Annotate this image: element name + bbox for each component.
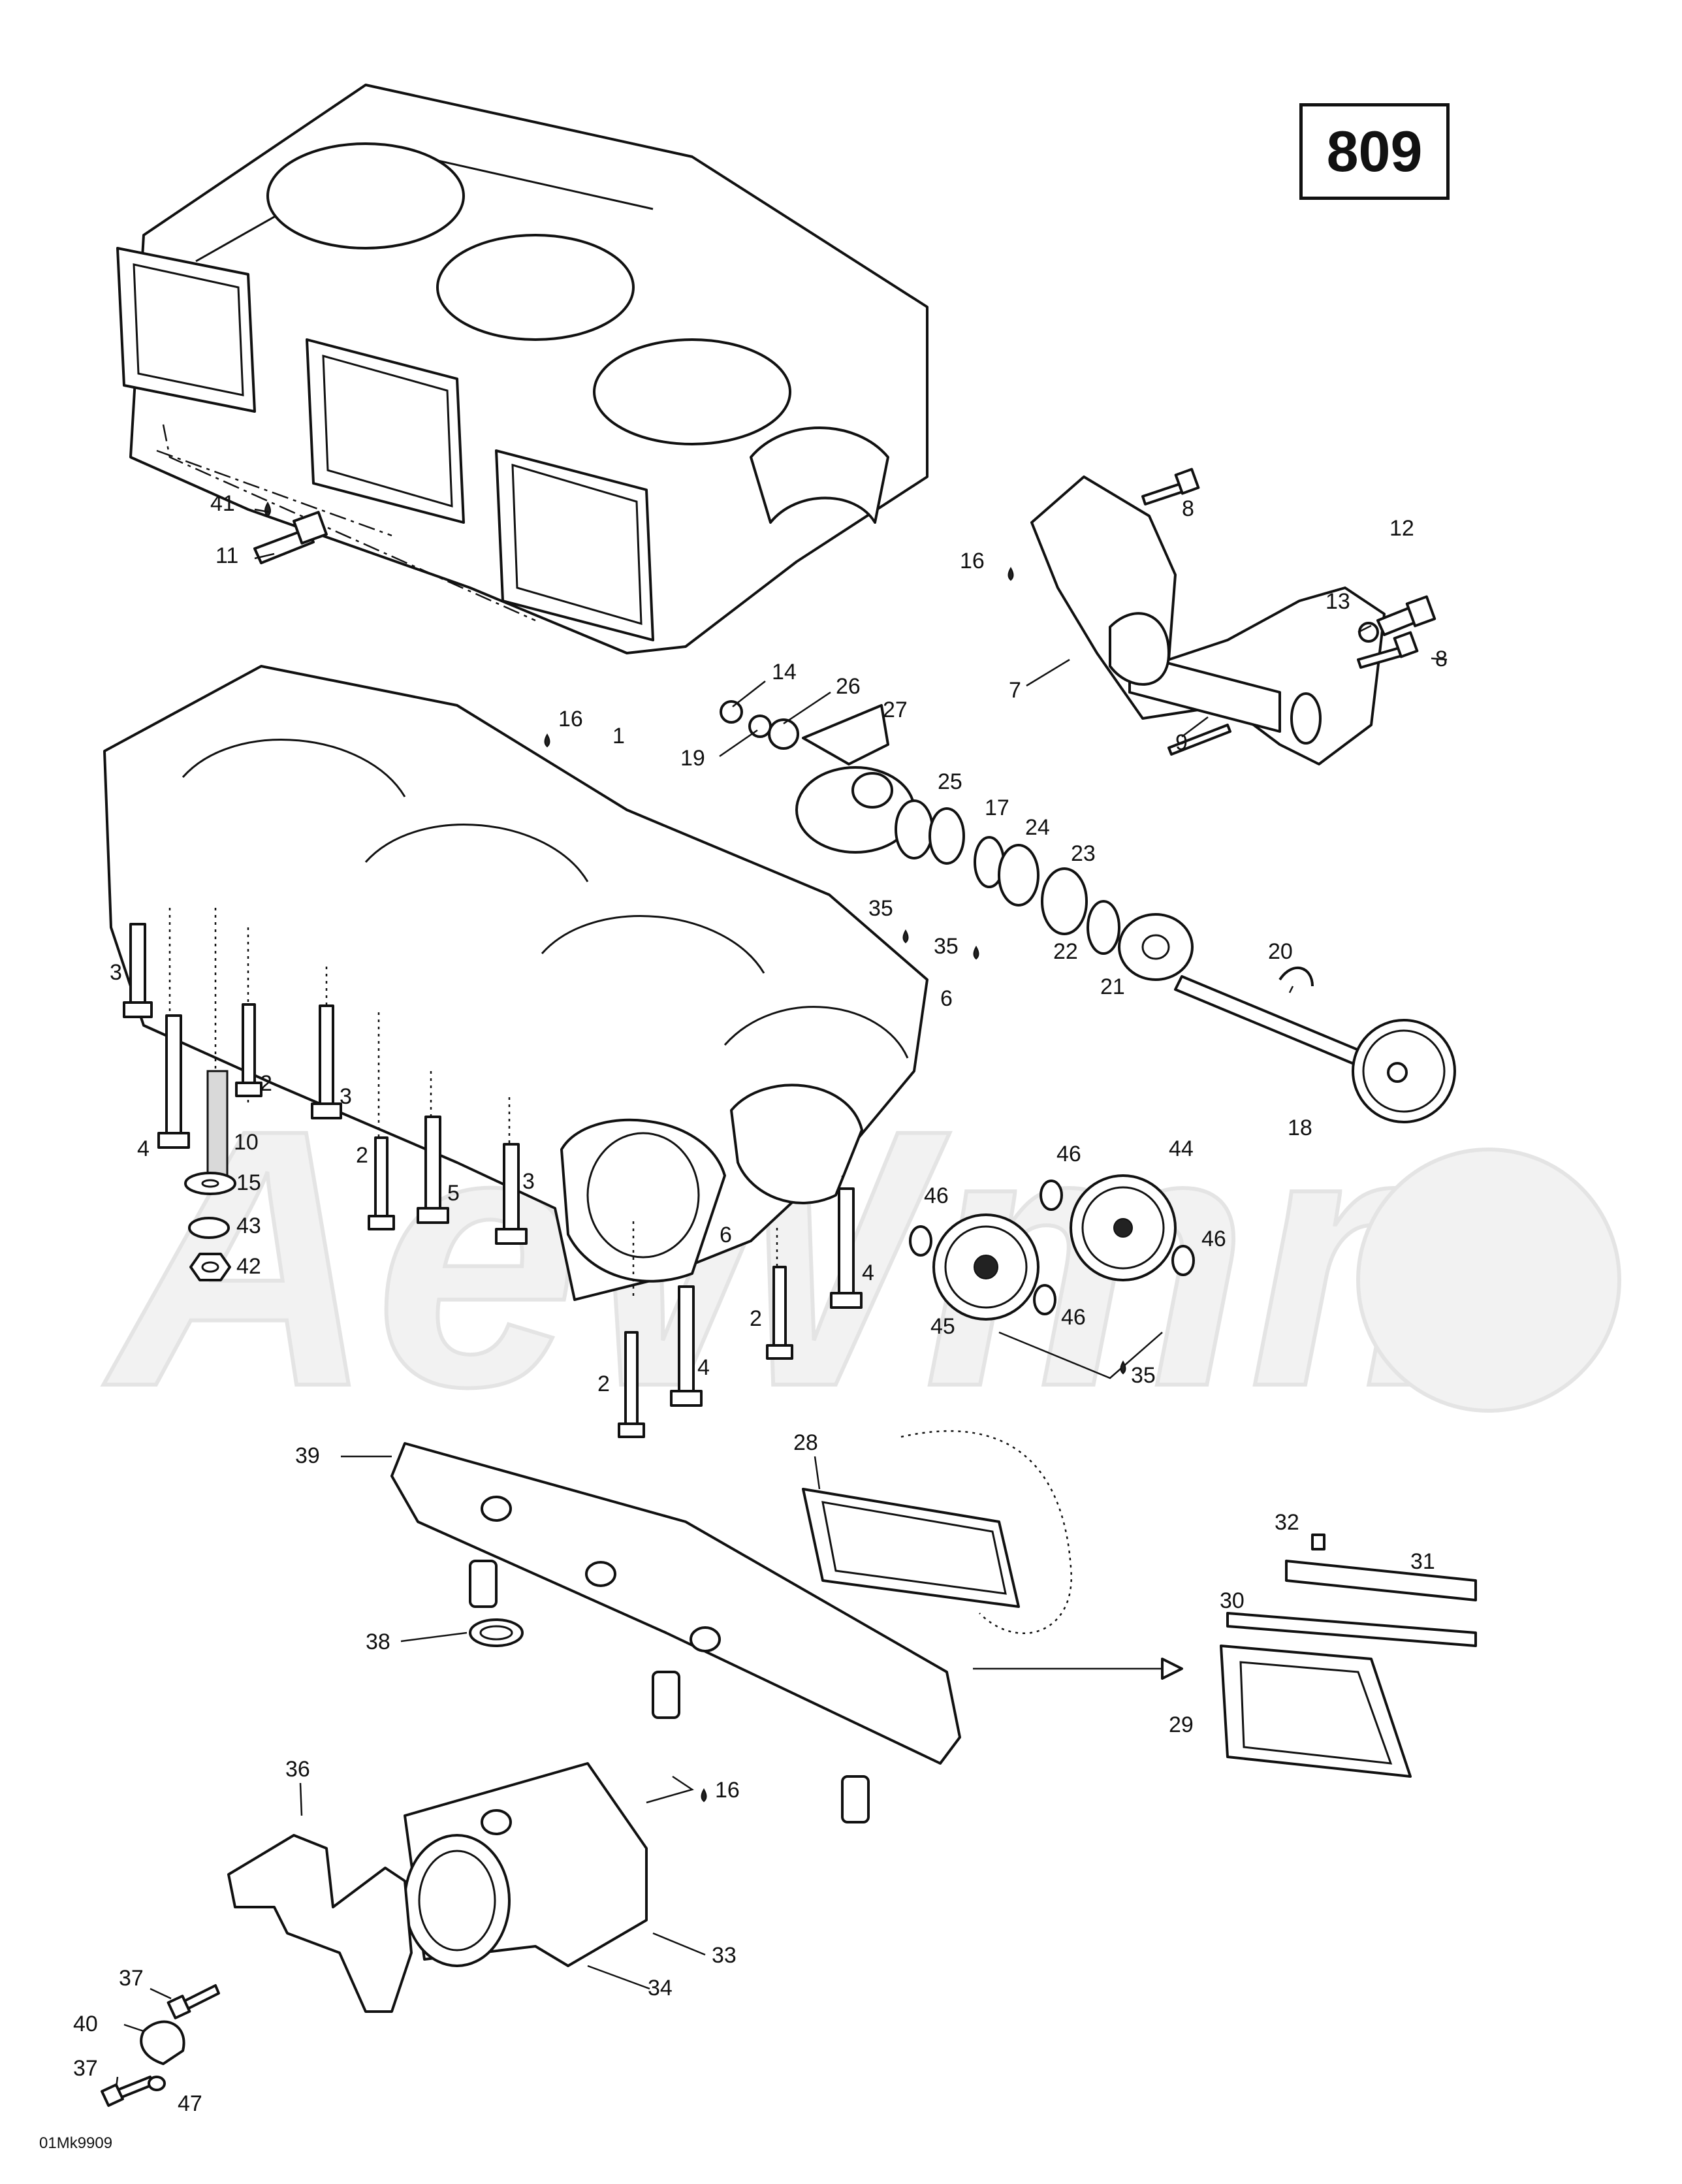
callout-2: 2: [750, 1306, 762, 1331]
callout-19: 19: [680, 746, 705, 771]
callout-35: 35: [1131, 1363, 1156, 1388]
callout-46: 46: [924, 1183, 949, 1208]
callout-47: 47: [178, 2091, 202, 2116]
drop-icons: [544, 567, 1126, 1803]
callout-8: 8: [1435, 647, 1448, 671]
callout-4: 4: [862, 1261, 874, 1285]
callout-32: 32: [1275, 1510, 1299, 1535]
callout-16: 16: [558, 707, 583, 731]
callout-26: 26: [836, 674, 861, 699]
callout-18: 18: [1288, 1116, 1312, 1140]
gears-44-45: [909, 1174, 1195, 1321]
callout-4: 4: [137, 1136, 150, 1161]
callout-11: 11: [215, 543, 238, 568]
callout-20: 20: [1268, 939, 1293, 964]
callout-13: 13: [1325, 589, 1350, 614]
callout-14: 14: [772, 660, 797, 684]
intake-manifold-39: [390, 1442, 961, 1823]
callout-4: 4: [697, 1355, 710, 1380]
callout-27: 27: [883, 698, 908, 722]
callout-43: 43: [236, 1213, 261, 1238]
callout-24: 24: [1025, 815, 1050, 840]
callout-40: 40: [73, 2012, 98, 2036]
shaft-gear-18: [1174, 966, 1456, 1123]
callout-25: 25: [938, 769, 962, 794]
callout-2: 2: [356, 1143, 368, 1168]
clamp-38: [469, 1618, 524, 1647]
callout-42: 42: [236, 1254, 261, 1279]
callout-10: 10: [234, 1130, 259, 1155]
callout-9: 9: [1175, 730, 1188, 755]
callout-46: 46: [1056, 1142, 1081, 1166]
callout-35: 35: [868, 896, 893, 921]
bolts-8-12: [1141, 468, 1436, 756]
bolts-left: [123, 923, 528, 1245]
callout-17: 17: [985, 795, 1009, 820]
rotary-valve-cover-7: [1030, 475, 1386, 765]
callout-7: 7: [1009, 678, 1021, 703]
adaptor-33-34: [404, 1762, 648, 1967]
callout-29: 29: [1169, 1712, 1194, 1737]
callout-39: 39: [295, 1443, 320, 1468]
lower-crankcase: [103, 665, 928, 1301]
callout-41: 41: [210, 491, 235, 516]
callout-1: 1: [612, 724, 625, 748]
callout-12: 12: [1389, 516, 1414, 541]
washers-nut: [184, 1172, 236, 1281]
callout-2: 2: [597, 1372, 610, 1396]
callout-6: 6: [720, 1223, 732, 1247]
callout-35: 35: [934, 934, 959, 959]
callout-6: 6: [940, 986, 953, 1011]
callout-21: 21: [1100, 974, 1125, 999]
callout-23: 23: [1071, 841, 1096, 866]
reed-valve-assembly: [1220, 1534, 1477, 1778]
callout-22: 22: [1053, 939, 1078, 964]
callouts: 41 11 1 16 16 16 3 4 2 3 10 15 43 42 2 5…: [73, 491, 1448, 2116]
callout-45: 45: [930, 1314, 955, 1339]
callout-44: 44: [1169, 1136, 1194, 1161]
fasteners-37-40-47: [101, 1984, 220, 2107]
callout-46: 46: [1061, 1305, 1086, 1330]
callout-2: 2: [260, 1071, 272, 1096]
callout-30: 30: [1220, 1588, 1245, 1613]
callout-15: 15: [236, 1170, 261, 1195]
bracket-36: [227, 1834, 413, 2013]
callout-8: 8: [1182, 496, 1194, 521]
callout-31: 31: [1410, 1549, 1435, 1574]
reed-valve-28: [802, 1430, 1073, 1635]
callout-37: 37: [119, 1966, 144, 1991]
callout-36: 36: [285, 1757, 310, 1782]
callout-16: 16: [960, 549, 985, 573]
callout-28: 28: [793, 1430, 818, 1455]
callout-5: 5: [447, 1181, 460, 1206]
document-reference: 01Mk9909: [39, 2134, 113, 2152]
upper-crankcase: [116, 84, 928, 654]
callout-34: 34: [648, 1976, 673, 2000]
callout-37: 37: [73, 2056, 98, 2081]
callout-3: 3: [340, 1084, 352, 1109]
callout-33: 33: [712, 1943, 737, 1968]
callout-46: 46: [1201, 1227, 1226, 1251]
page-number-box: 809: [1299, 103, 1450, 200]
bolts-right: [618, 1187, 863, 1438]
callout-3: 3: [522, 1169, 535, 1194]
callout-3: 3: [110, 960, 122, 985]
callout-38: 38: [366, 1630, 390, 1654]
water-pump-parts: [720, 700, 1194, 981]
callout-16: 16: [715, 1778, 740, 1803]
